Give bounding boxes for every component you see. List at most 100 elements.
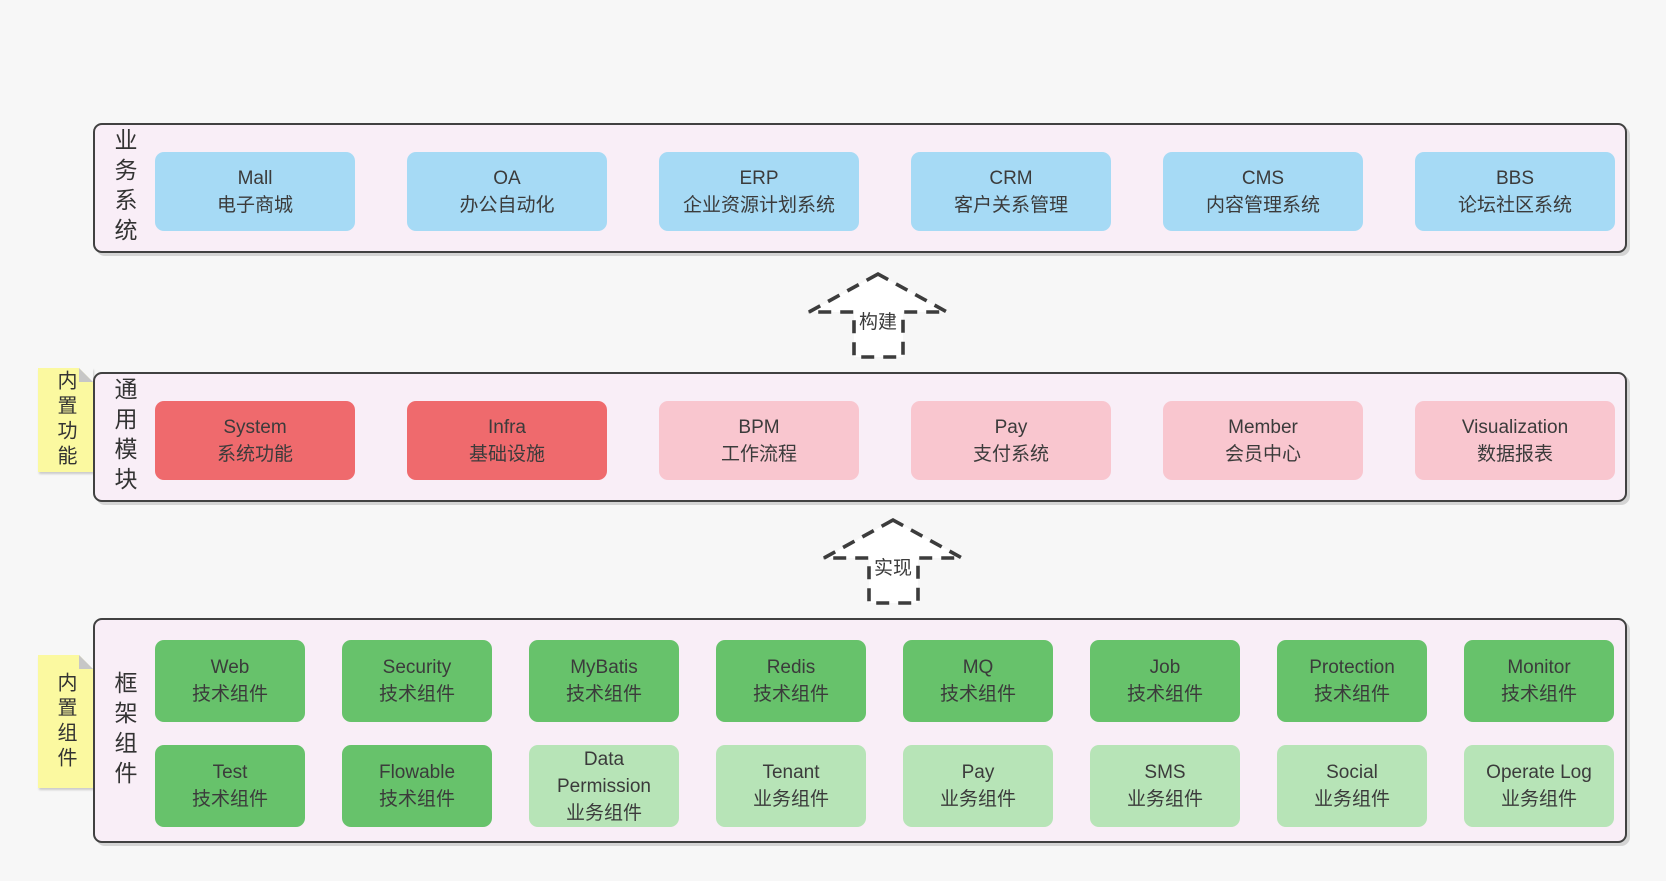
box-bpm: BPM 工作流程 [659,401,859,480]
box-subtitle: 支付系统 [972,443,1049,465]
box-subtitle: 会员中心 [1224,443,1301,465]
box-title: Operate Log [1486,762,1592,783]
box-cms: CMS 内容管理系统 [1163,152,1363,231]
box-subtitle: 业务组件 [1500,789,1577,810]
box-title: Redis [766,657,816,678]
box-member: Member 会员中心 [1163,401,1363,480]
section-framework-components: 框架组件 Web 技术组件 Security 技术组件 MyBatis 技术组件… [93,618,1627,843]
box-title: Flowable [378,762,456,783]
box-title: OA [493,167,521,189]
box-subtitle: 业务组件 [1313,789,1390,810]
box-infra: Infra 基础设施 [407,401,607,480]
box-sms: SMS 业务组件 [1090,745,1240,827]
box-subtitle: 技术组件 [1313,684,1390,705]
section-common-modules: 通用模块 System 系统功能 Infra 基础设施 BPM 工作流程 Pay… [93,372,1627,502]
box-title: Infra [487,416,527,438]
section-business-systems-label: 业务系统 [111,128,137,248]
box-title: ERP [739,167,779,189]
box-title: Job [1149,657,1181,678]
section-common-modules-label: 通用模块 [111,377,137,497]
box-tenant: Tenant 业务组件 [716,745,866,827]
box-operate-log: Operate Log 业务组件 [1464,745,1614,827]
box-flowable: Flowable 技术组件 [342,745,492,827]
note-built-in-components: 内置组件 [38,655,93,788]
box-subtitle: 内容管理系统 [1205,194,1320,216]
box-title: MQ [962,657,994,678]
section-business-systems: 业务系统 Mall 电子商城 OA 办公自动化 ERP 企业资源计划系统 CRM… [93,123,1627,253]
section-framework-components-label: 框架组件 [111,670,137,791]
box-subtitle: 业务组件 [939,789,1016,810]
box-subtitle: 企业资源计划系统 [682,194,835,216]
box-title: Mall [237,167,273,189]
box-title: CRM [989,167,1033,189]
box-title: Web [210,657,250,678]
framework-components-row-1: Web 技术组件 Security 技术组件 MyBatis 技术组件 Redi… [155,640,1614,722]
box-subtitle: 客户关系管理 [953,194,1068,216]
box-system: System 系统功能 [155,401,355,480]
box-subtitle: 办公自动化 [459,194,555,216]
box-subtitle: 数据报表 [1476,443,1553,465]
box-social: Social 业务组件 [1277,745,1427,827]
box-title: Pay [994,416,1028,438]
box-monitor: Monitor 技术组件 [1464,640,1614,722]
box-subtitle: 技术组件 [752,684,829,705]
box-subtitle: 技术组件 [378,789,455,810]
framework-components-row-2: Test 技术组件 Flowable 技术组件 Data Permission … [155,745,1614,827]
arrow-build: 构建 [806,271,950,360]
box-mq: MQ 技术组件 [903,640,1053,722]
box-web: Web 技术组件 [155,640,305,722]
box-subtitle: 业务组件 [752,789,829,810]
box-subtitle: 工作流程 [720,443,797,465]
box-oa: OA 办公自动化 [407,152,607,231]
box-test: Test 技术组件 [155,745,305,827]
box-title: Tenant [762,762,820,783]
box-crm: CRM 客户关系管理 [911,152,1111,231]
box-title: Member [1228,416,1298,438]
box-erp: ERP 企业资源计划系统 [659,152,859,231]
box-pay-component: Pay 业务组件 [903,745,1053,827]
box-title: CMS [1241,167,1285,189]
box-subtitle: 技术组件 [1126,684,1203,705]
box-bbs: BBS 论坛社区系统 [1415,152,1615,231]
box-subtitle: 业务组件 [1126,789,1203,810]
box-title: System [223,416,287,438]
box-data-permission: Data Permission 业务组件 [529,745,679,827]
box-job: Job 技术组件 [1090,640,1240,722]
box-title: Protection [1309,657,1395,678]
box-title: Test [212,762,248,783]
box-pay-module: Pay 支付系统 [911,401,1111,480]
box-title: SMS [1144,762,1186,783]
box-subtitle: 业务组件 [565,802,642,824]
box-title: BPM [738,416,780,438]
common-modules-row: System 系统功能 Infra 基础设施 BPM 工作流程 Pay 支付系统… [155,401,1615,480]
box-subtitle: 技术组件 [378,684,455,705]
box-subtitle: 技术组件 [191,684,268,705]
box-mybatis: MyBatis 技术组件 [529,640,679,722]
box-title: Security [382,657,452,678]
box-title: MyBatis [570,657,638,678]
note-built-in-features: 内置功能 [38,368,93,472]
box-title: Data Permission [557,748,651,797]
box-title: Social [1326,762,1378,783]
box-subtitle: 基础设施 [468,443,545,465]
box-protection: Protection 技术组件 [1277,640,1427,722]
box-subtitle: 系统功能 [216,443,293,465]
arrow-implement: 实现 [821,517,965,606]
box-redis: Redis 技术组件 [716,640,866,722]
box-subtitle: 论坛社区系统 [1457,194,1572,216]
box-subtitle: 技术组件 [565,684,642,705]
box-mall: Mall 电子商城 [155,152,355,231]
box-subtitle: 技术组件 [939,684,1016,705]
arrow-implement-label: 实现 [870,553,916,580]
box-title: Monitor [1507,657,1571,678]
box-title: Pay [961,762,995,783]
box-visualization: Visualization 数据报表 [1415,401,1615,480]
arrow-build-label: 构建 [855,307,901,334]
box-title: BBS [1495,167,1535,189]
box-title: Visualization [1461,416,1569,438]
box-subtitle: 技术组件 [191,789,268,810]
box-security: Security 技术组件 [342,640,492,722]
business-systems-row: Mall 电子商城 OA 办公自动化 ERP 企业资源计划系统 CRM 客户关系… [155,152,1615,231]
box-subtitle: 技术组件 [1500,684,1577,705]
